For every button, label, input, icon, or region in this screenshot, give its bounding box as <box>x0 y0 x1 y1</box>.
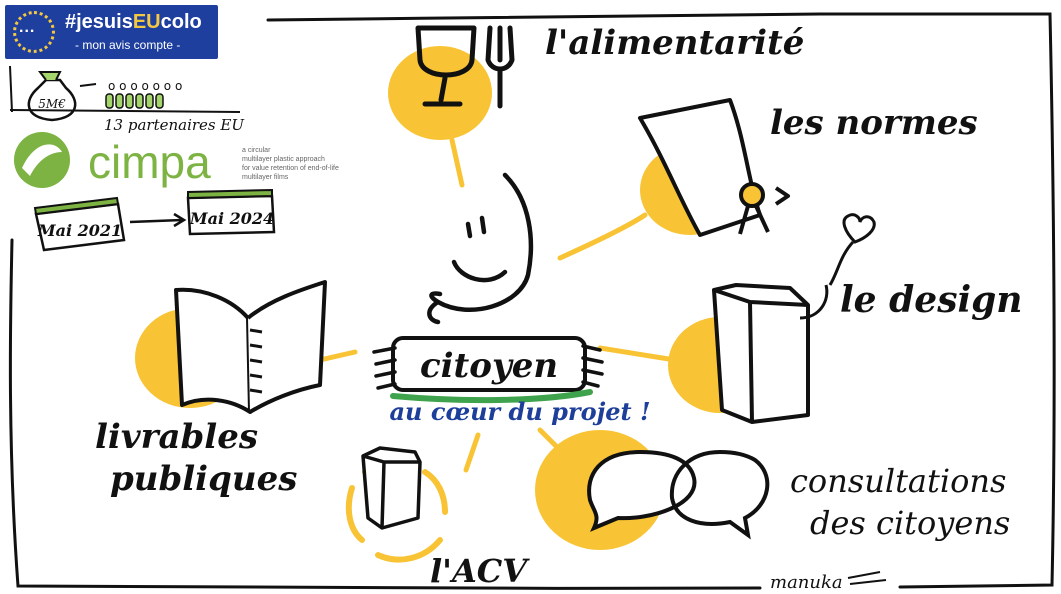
cimpa-logo: cimpa a circular multilayer plastic appr… <box>14 132 339 188</box>
connector-alimentarite <box>449 137 465 188</box>
connector-normes <box>557 212 648 261</box>
partners-line <box>9 109 241 113</box>
badge-subtitle: - mon avis compte - <box>75 38 181 52</box>
speech-bubbles-icon <box>587 449 770 540</box>
label-alimentarite: l'alimentarité <box>545 23 804 63</box>
connector-lines <box>317 137 678 473</box>
partners-count: 13 partenaires EU <box>104 116 245 134</box>
connector-consultations <box>537 427 568 458</box>
calendar-end-icon: Mai 2024 <box>186 188 276 236</box>
funding-amount: 5M€ <box>38 97 66 111</box>
cimpa-leaf-icon <box>14 132 70 188</box>
signature-flourish <box>847 571 887 585</box>
eu-stars-ring-icon <box>13 11 55 53</box>
cimpa-tagline-2: multilayer plastic approach <box>242 156 325 163</box>
label-normes: les normes <box>770 103 978 143</box>
citoyen-sign: citoyen <box>372 336 604 404</box>
label-livrables-2: publiques <box>110 459 297 499</box>
partner-heads: o o o o o o o <box>108 79 182 93</box>
speech-bubble-right <box>669 449 770 540</box>
small-box-icon <box>361 446 422 530</box>
connector-design <box>597 345 678 363</box>
heart-icon <box>842 213 876 244</box>
standards-document-icon <box>638 98 790 237</box>
label-design: le design <box>840 279 1022 321</box>
partners-people-icon <box>105 93 164 109</box>
label-livrables-1: livrables <box>95 417 258 457</box>
green-underline <box>390 389 593 404</box>
smiling-person-icon <box>427 172 534 325</box>
citoyen-subtitle: au cœur du projet ! <box>389 397 650 426</box>
open-book-icon <box>174 280 327 414</box>
artist-signature: manuka <box>770 572 843 593</box>
heart-stem <box>828 240 855 286</box>
label-consultations-1: consultations <box>790 462 1006 500</box>
funding-arrow <box>79 83 97 87</box>
money-bag-icon: 5M€ <box>27 71 77 122</box>
jesuiseucolo-badge: ... #jesuisEUcolo - mon avis compte - <box>5 5 218 59</box>
timeline-arrow <box>129 212 187 228</box>
connector-acv <box>463 432 481 473</box>
left-tick <box>9 65 13 113</box>
citoyen-label: citoyen <box>420 346 558 386</box>
cimpa-tagline-3: for value retention of end-of-life <box>242 165 339 172</box>
label-acv: l'ACV <box>430 552 530 590</box>
cimpa-wordmark: cimpa <box>88 136 211 188</box>
frame-border <box>8 12 1056 590</box>
cimpa-tagline-1: a circular <box>242 147 271 154</box>
box-package-icon <box>712 283 829 424</box>
connector-livrables <box>317 349 358 363</box>
hands-icon <box>372 344 604 390</box>
speech-dots: ... <box>19 19 36 36</box>
label-consultations-2: des citoyens <box>810 504 1010 542</box>
timeline-start: Mai 2021 <box>37 221 122 240</box>
speech-bubble-left <box>587 449 697 532</box>
wine-glass-fork-icon <box>415 25 515 109</box>
citoyen-sign-board <box>391 336 587 392</box>
timeline-end: Mai 2024 <box>189 209 274 228</box>
calendar-start-icon: Mai 2021 <box>33 196 126 252</box>
cimpa-tagline-4: multilayer films <box>242 174 289 181</box>
hashtag: #jesuisEUcolo <box>65 11 202 33</box>
